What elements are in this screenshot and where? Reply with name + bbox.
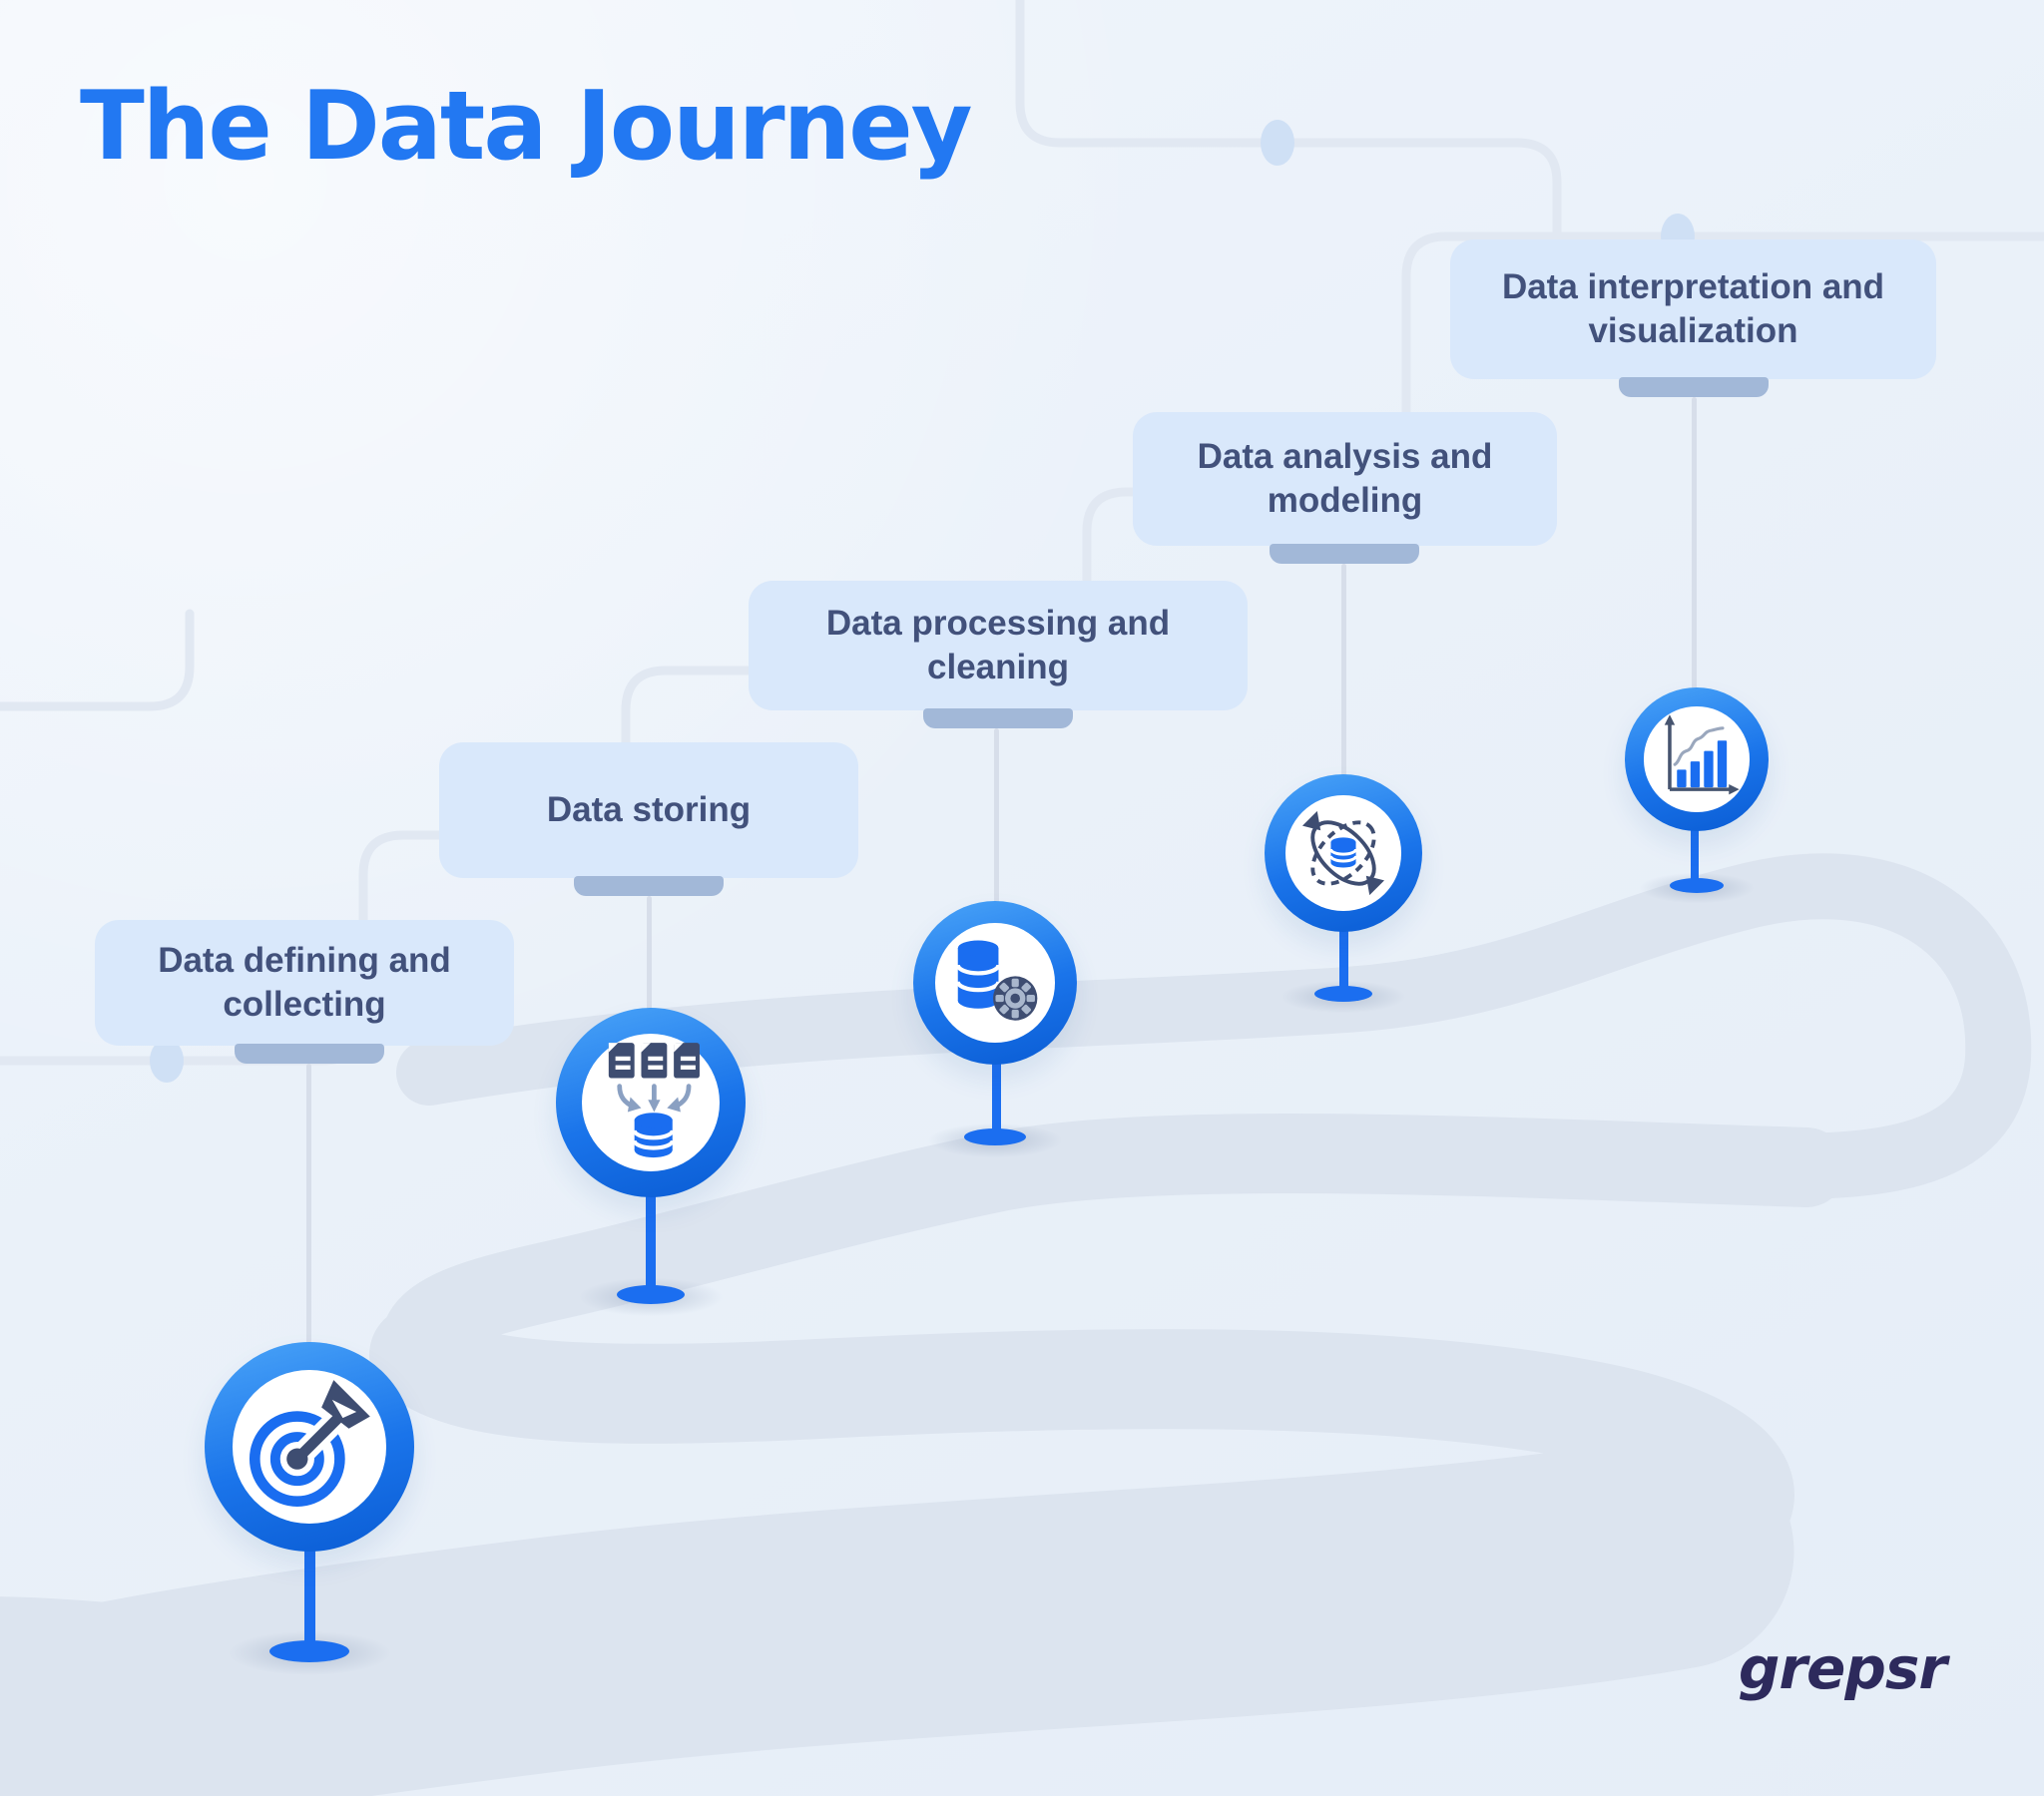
atom-orbit-database-icon (1301, 810, 1385, 896)
sign-pole-line (994, 728, 999, 908)
pin-inner-disc (581, 1033, 721, 1172)
pin-inner-disc (1644, 706, 1750, 812)
sign-pole-line (1341, 564, 1346, 778)
pin-stem (1691, 824, 1699, 884)
database-gear-icon (955, 940, 1038, 1021)
sign-bracket (574, 876, 724, 896)
pin-stem (1339, 925, 1348, 993)
step-label-box: Data defining and collecting (95, 920, 514, 1046)
page-title: The Data Journey (80, 72, 973, 182)
pin-stem (304, 1545, 315, 1652)
milestone-pin (205, 1342, 414, 1552)
pin-base (1670, 878, 1724, 893)
step-label-box: Data analysis and modeling (1133, 412, 1557, 546)
pin-base (1314, 986, 1372, 1002)
sign-bracket (1619, 377, 1769, 397)
rising-bar-chart-icon (1664, 714, 1740, 795)
pin-base (617, 1285, 685, 1304)
pin-inner-disc (1285, 795, 1401, 911)
sign-bracket (1270, 544, 1419, 564)
step-label-box: Data interpretation and visualization (1450, 239, 1936, 379)
pin-base (269, 1640, 349, 1662)
pin-inner-disc (935, 923, 1055, 1043)
pin-stem (646, 1189, 656, 1293)
sign-bracket (923, 708, 1073, 728)
step-label: Data storing (546, 789, 752, 829)
step-label: Data interpretation and visualization (1501, 266, 1885, 350)
sign-pole-line (1692, 397, 1697, 694)
target-arrow-icon (249, 1380, 370, 1508)
milestone-pin (1625, 687, 1769, 831)
sign-bracket (235, 1044, 384, 1064)
milestone-pin (913, 901, 1077, 1065)
step-label-box: Data processing and cleaning (749, 581, 1248, 710)
winding-road (0, 853, 2032, 1796)
milestone-pin (556, 1008, 746, 1197)
sign-pole-line (306, 1064, 311, 1353)
step-label: Data analysis and modeling (1197, 436, 1493, 520)
step-label: Data processing and cleaning (825, 603, 1171, 686)
step-label-box: Data storing (439, 742, 858, 878)
sign-pole-line (647, 896, 652, 1018)
step-label: Data defining and collecting (158, 940, 451, 1024)
pin-base (964, 1128, 1026, 1145)
pin-stem (992, 1058, 1001, 1137)
milestone-pin (1265, 774, 1422, 932)
documents-to-database-icon (608, 1043, 700, 1158)
grepsr-logo: grepsr (1738, 1634, 1947, 1702)
pin-inner-disc (233, 1370, 386, 1524)
